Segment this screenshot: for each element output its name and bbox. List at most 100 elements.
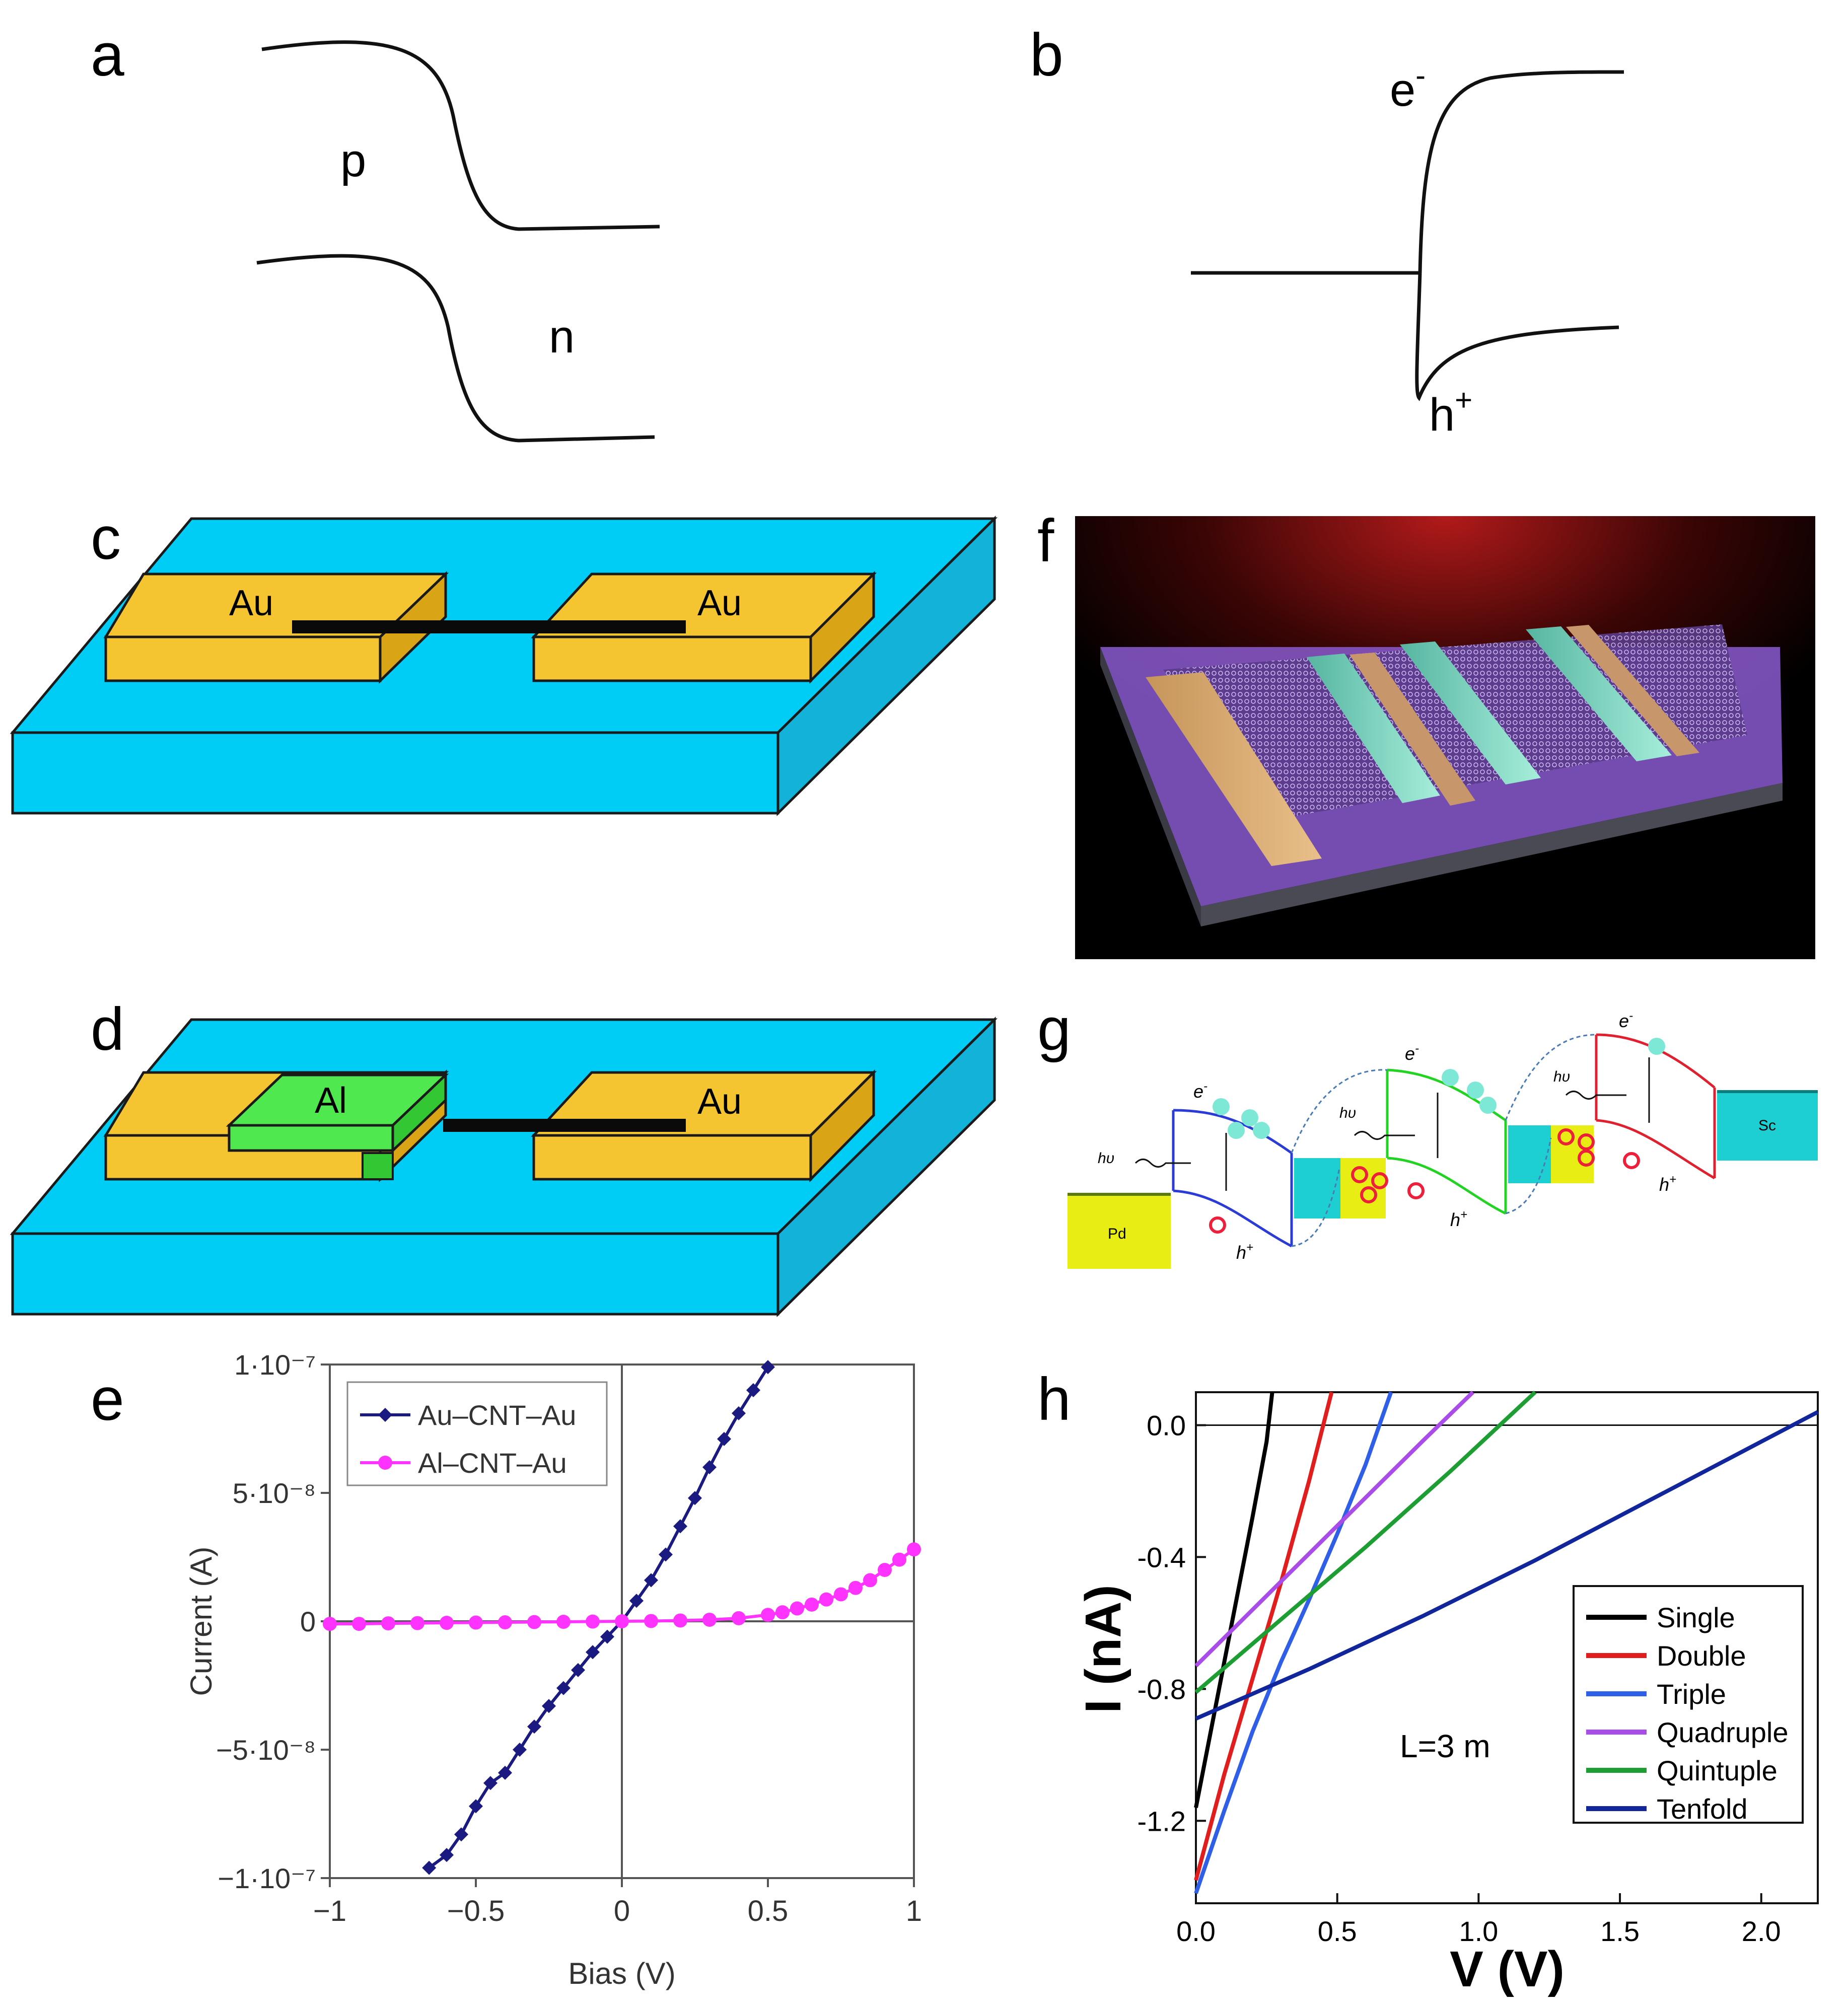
chart-e-legend-marker [378, 1408, 392, 1422]
chart-e-point [542, 1699, 556, 1713]
hole-label-1: h+ [1236, 1241, 1253, 1263]
chart-h-xtick-label: 1.0 [1459, 1915, 1498, 1947]
conduction-band-curve [1418, 70, 1624, 273]
electron-label-1: e- [1193, 1080, 1207, 1102]
left-contact-label-d: Al [315, 1081, 347, 1121]
right-au-contact-d [531, 1069, 877, 1183]
gold-electrode [1146, 672, 1322, 866]
chart-e-point [892, 1552, 906, 1567]
chart-e-point [469, 1799, 483, 1814]
chart-e-series [323, 1360, 921, 1875]
chart-h-legend-label: Single [1657, 1602, 1735, 1633]
chart-h-xtick-label: 1.5 [1600, 1915, 1640, 1947]
chart-e-point [848, 1581, 863, 1595]
chart-e-ylabel: Current (A) [184, 1547, 218, 1696]
chart-e-point [878, 1563, 892, 1577]
chart-e-point [702, 1612, 717, 1627]
chart-e-xlabel: Bias (V) [568, 1957, 675, 1990]
sc-label: Sc [1758, 1117, 1776, 1134]
cyan-block-2 [1508, 1125, 1553, 1183]
electron-label-3: e- [1619, 1009, 1633, 1031]
panel-g: g Pd Sc [1037, 995, 1818, 1269]
chart-h-frame [1195, 1391, 1819, 1904]
chart-e-point [688, 1491, 702, 1505]
hole-circles [1209, 1128, 1640, 1234]
substrate-front [1100, 647, 1201, 926]
chart-h-xtick-label: 0.0 [1176, 1915, 1216, 1947]
chart-e-point [440, 1848, 454, 1862]
chart-e-ytick-label: −1·10⁻⁷ [218, 1862, 316, 1894]
electron-label-2: e- [1405, 1042, 1419, 1064]
photon-arrow-2 [1354, 1131, 1415, 1140]
electron-label: e- [1390, 58, 1426, 116]
panel-a-label: a [91, 21, 124, 89]
chart-e-point [571, 1663, 585, 1677]
chart-e-point [527, 1615, 541, 1629]
left-contact-label-c: Au [229, 583, 273, 623]
chart-e-xtick-label: −1 [313, 1895, 346, 1927]
band-1-vb [1173, 1189, 1293, 1248]
panel-f-label: f [1037, 507, 1054, 575]
chart-h-ytick-label: -1.2 [1138, 1805, 1186, 1837]
panel-h-label: h [1037, 1366, 1071, 1433]
dashed-connector-2 [1505, 1034, 1597, 1121]
chart-e-point [761, 1360, 775, 1375]
chart-e-point [381, 1616, 395, 1631]
cnt-wire-d [443, 1119, 686, 1132]
electron-dots [1213, 1038, 1665, 1139]
chart-e-point [615, 1614, 629, 1628]
chart-e-point [659, 1547, 673, 1562]
chart-e-point [732, 1611, 746, 1625]
panel-c-label: c [91, 505, 121, 572]
band-3-vb [1596, 1119, 1716, 1180]
dashed-connector-4 [1505, 1137, 1552, 1214]
chart-h-legend-label: Quadruple [1657, 1716, 1789, 1748]
chart-h-series-line [1194, 1391, 1537, 1694]
gold-electrode-2 [1349, 653, 1475, 806]
cnt-wire-c [292, 620, 686, 633]
chart-e-xtick-label: −0.5 [447, 1895, 505, 1927]
chart-e-point [556, 1615, 571, 1629]
chart-h-ytick-label: 0.0 [1147, 1409, 1186, 1441]
chart-e-point [556, 1681, 571, 1695]
panel-g-label: g [1037, 995, 1071, 1063]
panel-b-label: b [1030, 21, 1063, 89]
chart-e-legend-label: Au–CNT–Au [418, 1399, 576, 1431]
chart-e-point [644, 1573, 658, 1588]
chart-h-legend-label: Quintuple [1657, 1755, 1778, 1786]
chart-e-point [805, 1597, 819, 1612]
panel-e-label: e [91, 1366, 124, 1433]
al-contact-d [226, 1072, 449, 1180]
chart-e-point [586, 1645, 600, 1660]
chart-e-point [513, 1743, 527, 1757]
chart-e-ytick-label: 1·10⁻⁷ [234, 1349, 316, 1381]
chart-e-point [819, 1592, 833, 1607]
chart-e-legend-label: Al–CNT–Au [418, 1447, 567, 1479]
valence-band-curve [1415, 272, 1619, 401]
panel-f: f [1037, 507, 1815, 959]
panel-b: b e- h+ [1030, 21, 1624, 441]
chart-e-point [717, 1431, 731, 1446]
chart-h-ytick-label: -0.4 [1138, 1541, 1186, 1573]
chart-e-point [702, 1460, 717, 1474]
chart-e-point [746, 1383, 760, 1397]
p-region-label: p [340, 135, 366, 186]
chart-e-point [498, 1615, 512, 1630]
band-2-vb [1387, 1157, 1507, 1215]
pd-label: Pd [1108, 1226, 1126, 1242]
n-region-label: n [549, 311, 575, 363]
chart-h-legend-label: Double [1657, 1640, 1746, 1672]
panel-d: Al Au d [10, 995, 998, 1317]
teal-electrode-1 [1307, 654, 1440, 803]
photon-label-1: hυ [1098, 1150, 1114, 1167]
chart-e-ytick-label: −5·10⁻⁸ [216, 1734, 316, 1766]
chart-e-point [440, 1616, 454, 1630]
chart-e-point [454, 1827, 468, 1842]
panel-c: Au Au c [10, 505, 998, 816]
hole-label-3: h+ [1659, 1173, 1676, 1195]
chart-e-point [907, 1542, 921, 1557]
right-contact-label-d: Au [697, 1082, 742, 1122]
chart-h-xlabel: V (V) [1450, 1941, 1565, 1997]
